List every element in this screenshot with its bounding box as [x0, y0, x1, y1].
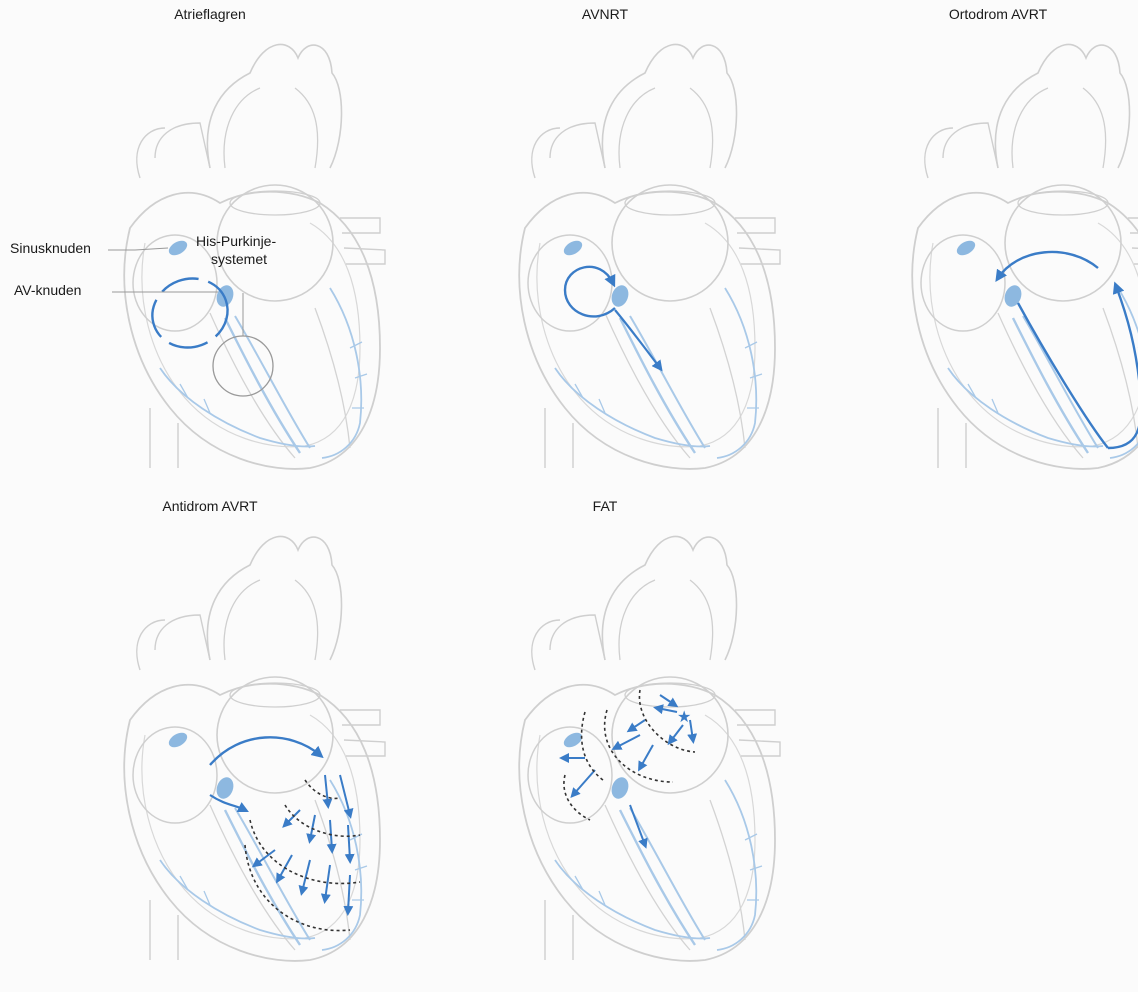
heart-diagram: [848, 28, 1138, 478]
label-his-purkinje-1: His-Purkinje-: [196, 232, 276, 250]
panel-title: Antidrom AVRT: [60, 498, 360, 514]
panel-title: Atrieflagren: [60, 6, 360, 22]
ortho-path-down: [1018, 303, 1108, 448]
panel-antidromic-avrt: Antidrom AVRT: [60, 492, 430, 972]
avnrt-circuit: [565, 267, 615, 317]
fat-spread-arrows: [563, 695, 693, 845]
anti-spread-arrows: [255, 775, 350, 912]
heart-diagram: [455, 28, 785, 478]
panel-title: FAT: [455, 498, 755, 514]
heart-diagram: ★: [455, 520, 785, 970]
ectopic-focus-star-icon: ★: [677, 707, 691, 726]
flutter-circuit: [143, 268, 238, 358]
panel-title: AVNRT: [455, 6, 755, 22]
label-sinus-node: Sinusknuden: [10, 239, 91, 257]
panel-avnrt: AVNRT: [455, 0, 825, 480]
label-av-node: AV-knuden: [14, 281, 81, 299]
panel-orthodromic-avrt: Ortodrom AVRT: [848, 0, 1138, 480]
label-his-purkinje-2: systemet: [211, 250, 267, 268]
panel-title: Ortodrom AVRT: [848, 6, 1138, 22]
ortho-path-return: [998, 252, 1098, 278]
heart-diagram: [60, 520, 390, 970]
panel-fat: FAT ★: [455, 492, 825, 972]
fat-wavefronts: [564, 690, 695, 820]
anti-top-arc: [210, 737, 320, 765]
